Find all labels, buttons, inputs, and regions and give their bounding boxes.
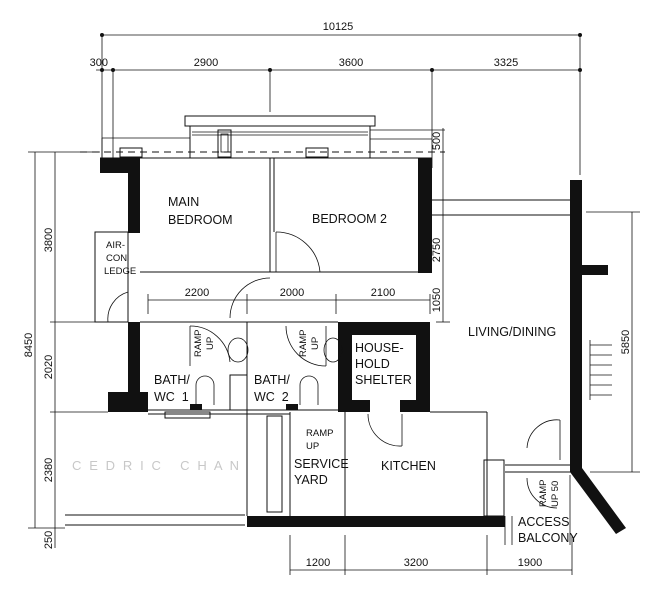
room-kitchen: KITCHEN xyxy=(381,459,436,473)
dim-left-1: 2020 xyxy=(43,355,55,379)
room-bath1-1: BATH/ xyxy=(154,373,190,387)
dim-top-0: 300 xyxy=(90,57,108,69)
dim-mid-2: 2100 xyxy=(371,287,395,299)
room-service-yard-2: YARD xyxy=(294,473,328,487)
dim-right-1: 2750 xyxy=(431,238,443,262)
ramp-bath1-2: UP xyxy=(205,337,216,350)
ramp-yard-2: UP xyxy=(306,441,319,452)
dim-right-0: 500 xyxy=(431,132,443,150)
dim-bottom-2: 1900 xyxy=(518,557,542,569)
bay-window xyxy=(80,115,445,159)
ramp-bath2-2: UP xyxy=(310,337,321,350)
dim-left-3: 250 xyxy=(43,531,55,549)
room-service-yard-1: SERVICE xyxy=(294,457,349,471)
dim-mid-0: 2200 xyxy=(185,287,209,299)
dim-bottom-1: 3200 xyxy=(404,557,428,569)
ramp-bath2-1: RAMP xyxy=(298,330,309,357)
dim-bottom-0: 1200 xyxy=(306,557,330,569)
room-main-bedroom-1: MAIN xyxy=(168,195,199,209)
room-access-balcony-1: ACCESS xyxy=(518,515,569,529)
dim-mid-1: 2000 xyxy=(280,287,304,299)
room-aircon-3: LEDGE xyxy=(104,266,136,277)
watermark: C E D R I C C H A N xyxy=(72,458,240,473)
top-dimension-lines xyxy=(96,33,582,175)
side-dimension-lines xyxy=(28,128,640,575)
room-living-dining: LIVING/DINING xyxy=(468,325,556,339)
dim-left-2: 2380 xyxy=(43,458,55,482)
dim-right-2: 1050 xyxy=(431,288,443,312)
dim-top-total: 10125 xyxy=(323,21,354,33)
ramp-bath1-1: RAMP xyxy=(193,330,204,357)
dim-top-3: 3325 xyxy=(494,57,518,69)
dim-top-1: 2900 xyxy=(194,57,218,69)
room-shelter-1: HOUSE- xyxy=(355,341,404,355)
room-bedroom-2: BEDROOM 2 xyxy=(312,212,387,226)
room-access-balcony-2: BALCONY xyxy=(518,531,578,545)
dim-left-0: 3800 xyxy=(43,228,55,252)
dim-right-total: 5850 xyxy=(620,330,632,354)
doors xyxy=(107,231,561,509)
interior-lines xyxy=(65,158,612,545)
room-aircon-2: CON xyxy=(106,253,127,264)
room-aircon-1: AIR- xyxy=(106,240,125,251)
ramp-balcony-1: RAMP xyxy=(538,480,549,507)
room-bath1-2: WC 1 xyxy=(154,390,189,404)
walls xyxy=(100,158,626,534)
ramp-balcony-2: UP 50 xyxy=(550,481,561,507)
dim-top-2: 3600 xyxy=(339,57,363,69)
room-shelter-3: SHELTER xyxy=(355,373,412,387)
room-shelter-2: HOLD xyxy=(355,357,390,371)
room-main-bedroom-2: BEDROOM xyxy=(168,213,233,227)
room-bath2-2: WC 2 xyxy=(254,390,289,404)
ramp-yard-1: RAMP xyxy=(306,428,333,439)
room-bath2-1: BATH/ xyxy=(254,373,290,387)
dim-left-total: 8450 xyxy=(23,333,35,357)
